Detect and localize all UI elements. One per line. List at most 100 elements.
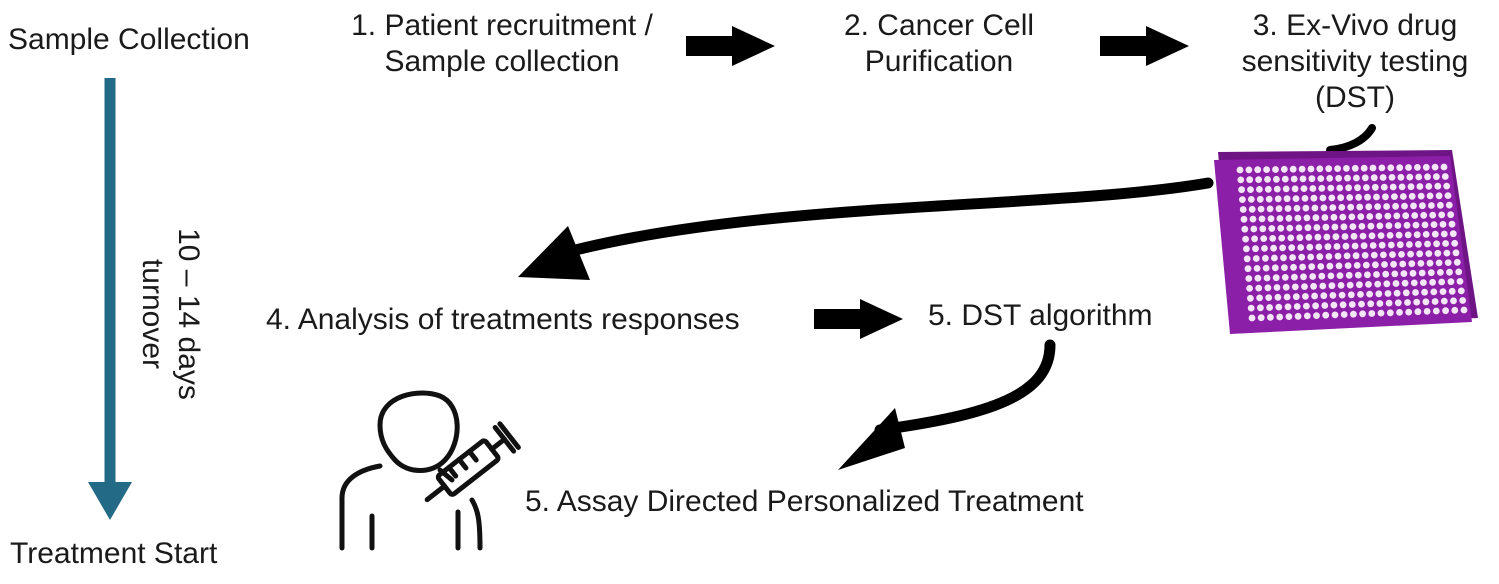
plate-well	[1451, 239, 1459, 247]
plate-well	[1428, 202, 1435, 209]
plate-well	[1429, 211, 1437, 219]
plate-well	[1395, 231, 1403, 239]
plate-well	[1300, 273, 1307, 281]
plate-well	[1377, 309, 1385, 317]
plate-well	[1271, 254, 1278, 262]
plate-well	[1408, 260, 1416, 268]
plate-well	[1439, 288, 1447, 295]
plate-well	[1318, 272, 1326, 280]
plate-well	[1340, 311, 1348, 318]
plate-well	[1246, 285, 1253, 292]
plate-well	[1301, 195, 1309, 202]
plate-well	[1298, 253, 1306, 261]
plate-well	[1285, 214, 1293, 222]
plate-well	[1344, 262, 1352, 269]
plate-well	[1368, 310, 1376, 317]
plate-well	[1447, 278, 1455, 286]
plate-well	[1256, 186, 1263, 193]
plate-well	[1426, 192, 1434, 200]
plate-well	[1424, 173, 1431, 181]
plate-well	[1385, 299, 1393, 307]
plate-well	[1264, 284, 1272, 292]
plate-well	[1293, 303, 1301, 310]
plate-well	[1337, 194, 1345, 202]
plate-well	[1415, 173, 1423, 181]
plate-well	[1286, 224, 1294, 232]
plate-well	[1338, 291, 1346, 299]
plate-well	[1403, 221, 1411, 229]
plate-well	[1262, 254, 1269, 262]
plate-well	[1398, 183, 1406, 191]
plate-well	[1358, 300, 1365, 308]
plate-well	[1308, 263, 1316, 271]
plate-well	[1389, 251, 1396, 258]
plate-well	[1260, 235, 1268, 243]
step5-algorithm-label: 5. DST algorithm	[928, 299, 1153, 332]
plate-well	[1324, 243, 1332, 251]
plate-well	[1248, 314, 1256, 322]
plate-well	[1323, 233, 1331, 241]
plate-well	[1394, 299, 1402, 307]
timeline-end-label: Treatment Start	[10, 537, 218, 570]
plate-well	[1373, 271, 1380, 278]
plate-well	[1392, 280, 1400, 287]
step5-treatment-label: 5. Assay Directed Personalized Treatment	[525, 485, 1084, 518]
plate-well	[1378, 241, 1386, 249]
plate-well	[1335, 174, 1342, 182]
plate-well	[1313, 312, 1320, 319]
plate-well	[1440, 230, 1448, 238]
plate-well	[1319, 282, 1327, 290]
plate-well	[1267, 313, 1274, 321]
plate-well	[1367, 300, 1375, 308]
plate-well	[1430, 288, 1438, 296]
plate-well	[1265, 195, 1273, 203]
plate-well	[1285, 313, 1293, 320]
plate-well	[1410, 202, 1417, 210]
plate-well	[1393, 289, 1401, 297]
plate-well	[1300, 185, 1308, 193]
plate-well	[1264, 185, 1272, 193]
plate-well	[1347, 291, 1355, 299]
plate-well	[1279, 244, 1286, 252]
plate-well	[1442, 307, 1449, 315]
well-plate-icon	[1214, 150, 1478, 334]
plate-well	[1301, 283, 1308, 290]
plate-well	[1328, 194, 1336, 202]
plate-well	[1270, 244, 1277, 252]
plate-well	[1439, 221, 1447, 228]
plate-well	[1247, 186, 1254, 194]
plate-well	[1421, 288, 1428, 296]
plate-well	[1429, 278, 1436, 286]
plate-well	[1327, 272, 1335, 280]
plate-well	[1326, 262, 1334, 270]
plate-well	[1283, 195, 1291, 203]
plate-well	[1359, 310, 1366, 318]
plate-well	[1352, 252, 1360, 260]
plate-well	[1291, 185, 1299, 193]
plate-well	[1309, 185, 1317, 192]
plate-well	[1435, 259, 1443, 267]
plate-well	[1425, 183, 1433, 190]
plate-well	[1281, 274, 1289, 281]
plate-well	[1274, 195, 1282, 203]
plate-well	[1433, 173, 1440, 181]
plate-well	[1410, 279, 1418, 287]
plate-well	[1330, 301, 1338, 309]
step2-label: 2. Cancer Cell Purification	[808, 8, 1070, 80]
plate-well	[1237, 176, 1245, 184]
plate-well	[1308, 175, 1316, 183]
step1-line2: Sample collection	[384, 45, 620, 78]
plate-well	[1396, 164, 1404, 172]
plate-well	[1266, 304, 1273, 311]
plate-well	[1307, 253, 1315, 261]
arrow-plate-to-step4	[518, 177, 1214, 280]
plate-well	[1326, 175, 1334, 182]
plate-well	[1422, 163, 1430, 171]
plate-well	[1411, 212, 1419, 219]
plate-well	[1257, 314, 1265, 322]
plate-well	[1384, 290, 1392, 297]
plate-well	[1425, 250, 1433, 257]
plate-well	[1366, 213, 1374, 220]
plate-well	[1420, 279, 1427, 286]
plate-well	[1399, 260, 1407, 268]
